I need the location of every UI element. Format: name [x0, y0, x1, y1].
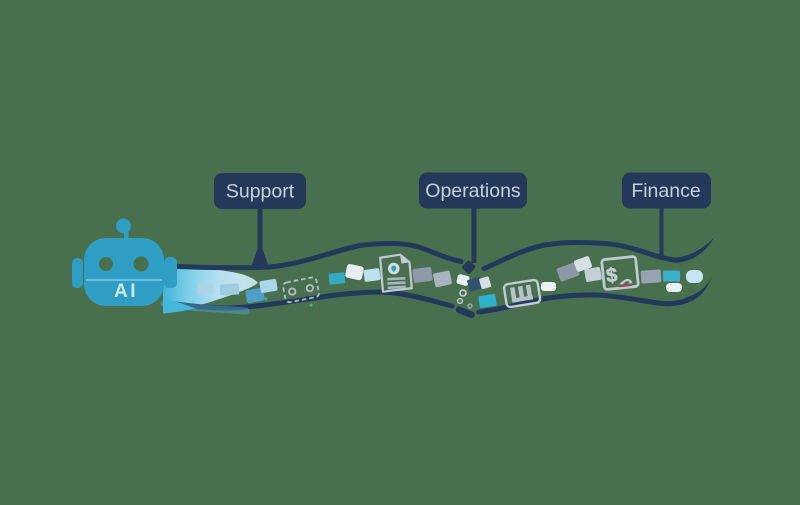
svg-text:AI: AI [114, 281, 138, 302]
svg-text:Support: Support [226, 181, 295, 203]
svg-text:$: $ [605, 264, 618, 287]
svg-text:Operations: Operations [425, 180, 521, 202]
svg-text:Finance: Finance [631, 180, 700, 202]
